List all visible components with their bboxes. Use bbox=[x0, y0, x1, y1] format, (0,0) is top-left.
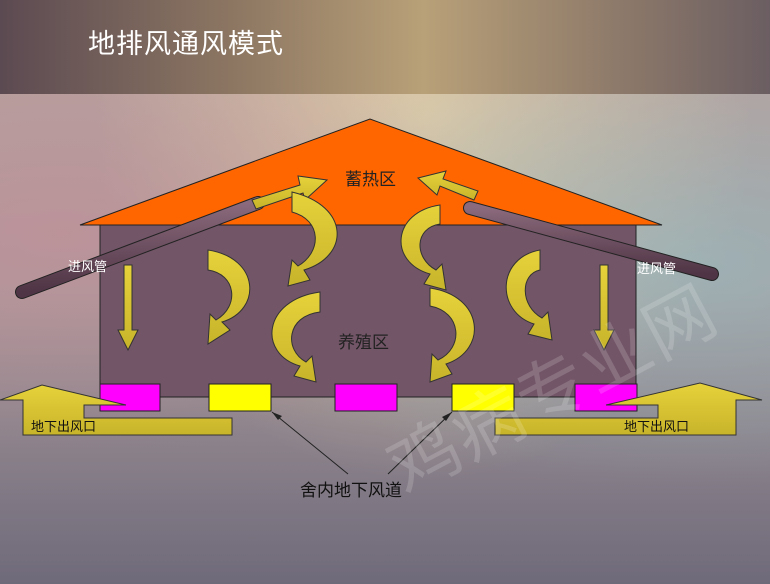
pointer-line-right bbox=[387, 411, 453, 475]
inlet-pipe-left bbox=[15, 196, 265, 299]
vent-magenta-2 bbox=[334, 383, 398, 412]
swirl-arrow-5 bbox=[429, 287, 475, 383]
swirl-arrow-4 bbox=[400, 204, 447, 291]
heat-storage-roof bbox=[79, 118, 663, 226]
vent-magenta-3 bbox=[574, 383, 638, 412]
vent-magenta-1 bbox=[99, 383, 161, 412]
swirl-arrow-3 bbox=[271, 291, 321, 383]
vent-yellow-1 bbox=[208, 383, 272, 412]
pointer-arrowhead-left bbox=[272, 412, 282, 420]
breeding-area-label: 养殖区 bbox=[338, 333, 389, 353]
underground-duct-label: 舍内地下风道 bbox=[300, 481, 402, 501]
swirl-arrow-2 bbox=[287, 191, 338, 287]
inlet-pipe-right bbox=[463, 201, 719, 281]
swirl-arrow-1 bbox=[207, 249, 251, 345]
pointer-arrowhead-right bbox=[442, 412, 452, 421]
heat-storage-label: 蓄热区 bbox=[345, 170, 396, 190]
pointer-line-left bbox=[271, 411, 349, 475]
arrow-pipe-left-exit bbox=[251, 175, 329, 210]
outlet-arrow-left bbox=[0, 384, 233, 436]
title-band bbox=[0, 0, 770, 94]
arrow-pipe-right-exit bbox=[416, 170, 479, 201]
down-arrow-right bbox=[593, 264, 615, 352]
down-arrow-left bbox=[117, 264, 139, 352]
slide-title: 地排风通风模式 bbox=[88, 29, 284, 60]
swirl-arrow-6 bbox=[505, 249, 553, 341]
inlet-pipe-left-label: 进风管 bbox=[68, 260, 108, 275]
inlet-pipe-right-label: 进风管 bbox=[637, 262, 677, 277]
outlet-left-label: 地下出风口 bbox=[31, 420, 97, 435]
outlet-right-label: 地下出风口 bbox=[624, 420, 690, 435]
outlet-arrow-right bbox=[494, 382, 763, 436]
breeding-area bbox=[99, 224, 637, 398]
vent-yellow-2 bbox=[451, 383, 515, 412]
